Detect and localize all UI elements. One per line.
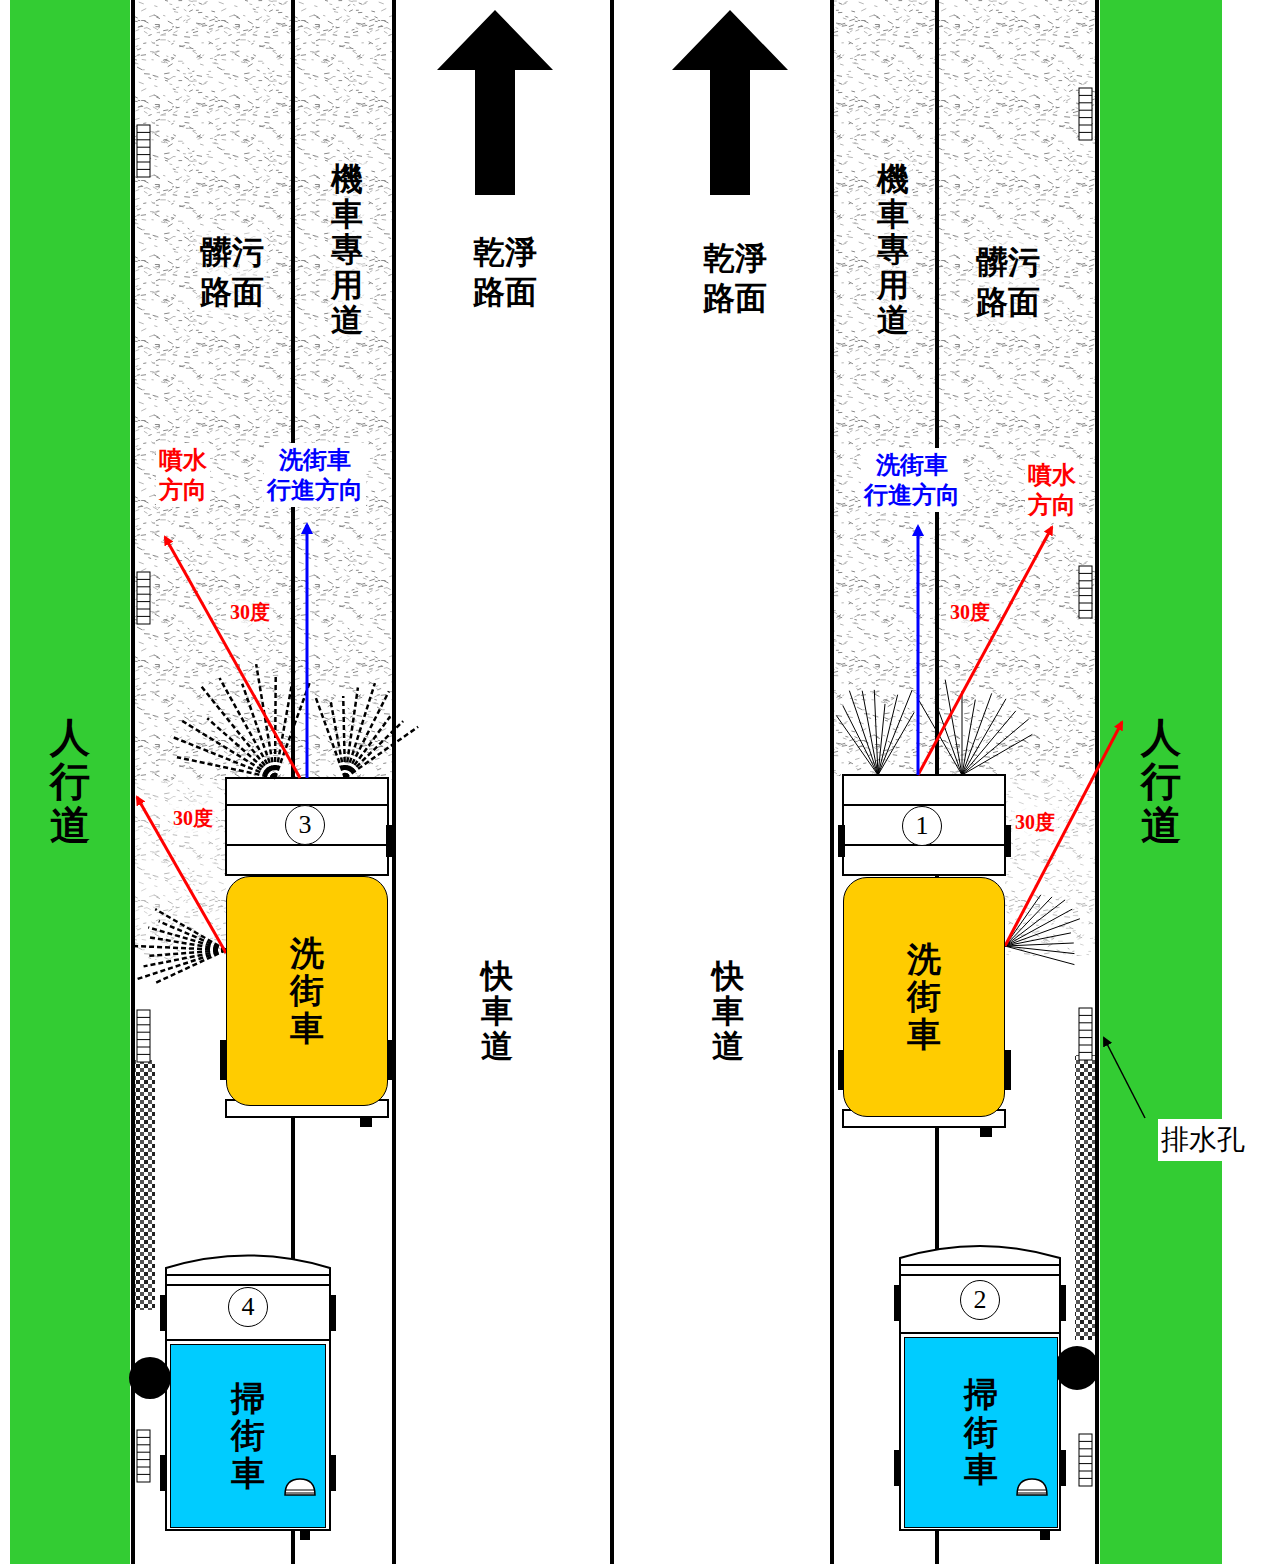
beacon-icon [1015,1477,1049,1497]
angle-label: 30度 [227,597,273,628]
angle-label: 30度 [1012,807,1058,838]
callout-number: 1 [902,806,942,846]
angle-label: 30度 [170,803,216,834]
direction-arrows [437,10,788,195]
callout-number: 2 [960,1280,1000,1320]
road-label: 乾淨 路面 [703,238,767,318]
callout-number-text: 4 [242,1294,255,1320]
road-label: 噴水 方向 [156,443,210,507]
vertical-label: 快車道 [712,959,744,1065]
vertical-label: 掃街車 [964,1376,998,1488]
vertical-label: 快車道 [481,959,513,1065]
sweeper-body: 掃街車 [170,1344,326,1528]
vertical-label: 洗街車 [907,941,941,1053]
callout-number-text: 3 [299,812,312,838]
vertical-label: 掃街車 [231,1380,265,1492]
drain-leader [1104,1038,1145,1118]
callout-number: 4 [228,1287,268,1327]
lane-lines [133,0,1097,1564]
vertical-label: 洗街車 [290,935,324,1047]
truck-bodies [166,775,1060,1530]
dirty-road [133,0,1097,960]
road-label: 洗街車 行進方向 [264,443,366,507]
washer-tank: 洗街車 [843,877,1005,1117]
sidewalk-band: 人行道 [10,0,130,1564]
callout-number-text: 1 [916,813,929,839]
vertical-label: 機車專用道 [874,160,912,340]
vertical-label: 人行道 [50,716,90,848]
washer-tank: 洗街車 [226,876,388,1106]
drain-holes [137,88,1092,1486]
road-label: 髒污 路面 [197,230,267,314]
road-label: 乾淨 路面 [473,232,537,312]
road-label: 排水孔 [1158,1119,1248,1161]
callout-number-text: 2 [974,1287,987,1313]
road-label: 噴水 方向 [1025,458,1079,522]
road-label: 髒污 路面 [973,240,1043,324]
sweeper-body: 掃街車 [904,1337,1058,1528]
beacon-icon [283,1477,317,1497]
vertical-label: 人行道 [1141,716,1181,848]
callout-number: 3 [285,805,325,845]
sidewalk-band: 人行道 [1100,0,1222,1564]
vertical-label: 機車專用道 [328,160,366,340]
road-label: 洗街車 行進方向 [861,448,963,512]
truck-wheels [129,825,1099,1540]
angle-label: 30度 [947,597,993,628]
